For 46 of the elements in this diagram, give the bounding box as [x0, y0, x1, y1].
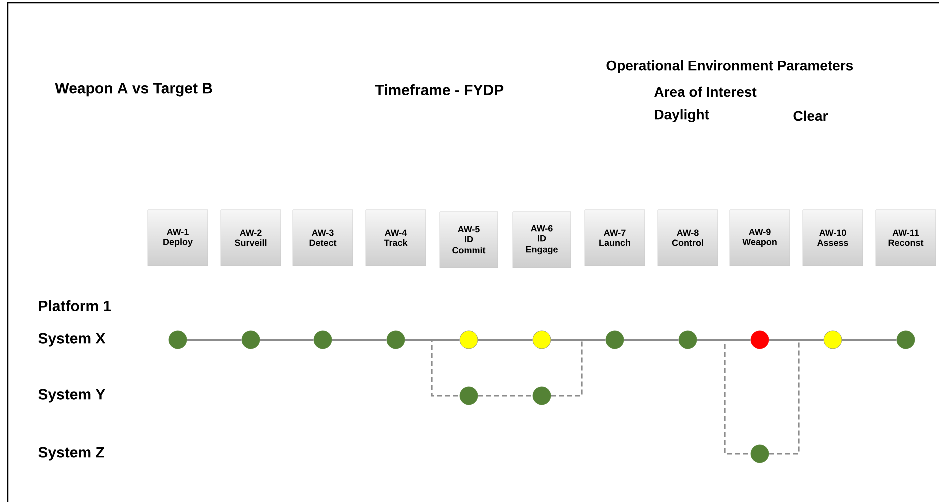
status-dot	[896, 330, 916, 350]
activity-box: AW-6 ID Engage	[512, 212, 572, 268]
connector-line	[405, 339, 460, 341]
status-dot	[242, 330, 260, 350]
status-dot	[532, 386, 552, 406]
status-dot	[606, 330, 624, 350]
heading-text: Daylight	[655, 109, 710, 123]
status-dot	[168, 330, 188, 350]
status-dot	[678, 330, 698, 350]
status-dot	[824, 330, 842, 350]
connector-line	[260, 339, 314, 341]
connector-line	[769, 339, 824, 341]
status-dot	[460, 386, 478, 406]
status-dot	[386, 330, 406, 350]
connector-line	[624, 339, 679, 341]
status-dot	[750, 330, 770, 350]
heading-text: Clear	[794, 110, 828, 122]
activity-box: AW-3 Detect	[292, 210, 354, 266]
row-label: Platform 1	[39, 300, 112, 312]
activity-box: AW-10 Assess	[802, 210, 864, 266]
connector-line	[478, 339, 533, 341]
heading-text: Timeframe - FYDP	[375, 84, 504, 96]
heading-text: Area of Interest	[654, 86, 757, 98]
heading-text: Weapon A vs Target B	[55, 83, 212, 97]
activity-box: AW-1 Deploy	[148, 210, 208, 266]
status-dot	[314, 330, 332, 350]
activity-box: AW-4 Track	[366, 210, 426, 266]
connector-line	[332, 339, 387, 341]
connector-line	[478, 395, 533, 397]
heading-text: Operational Environment Parameters	[606, 60, 854, 74]
status-dot	[750, 444, 770, 464]
activity-box: AW-11 Reconst	[876, 210, 936, 266]
status-dot	[532, 330, 552, 350]
connector-line	[551, 339, 606, 341]
activity-box: AW-5 ID Commit	[440, 212, 498, 268]
activity-box: AW-7 Launch	[584, 210, 646, 266]
connector-line	[842, 339, 897, 341]
row-label: System Z	[38, 447, 104, 461]
activity-box: AW-8 Control	[658, 210, 718, 266]
activity-box: AW-2 Surveill	[220, 210, 282, 266]
connector-line	[697, 339, 751, 341]
activity-box: AW-9 Weapon	[730, 210, 790, 266]
row-label: System X	[38, 333, 106, 347]
status-dot	[460, 330, 478, 350]
connector-line	[187, 339, 242, 341]
row-label: System Y	[38, 389, 106, 403]
